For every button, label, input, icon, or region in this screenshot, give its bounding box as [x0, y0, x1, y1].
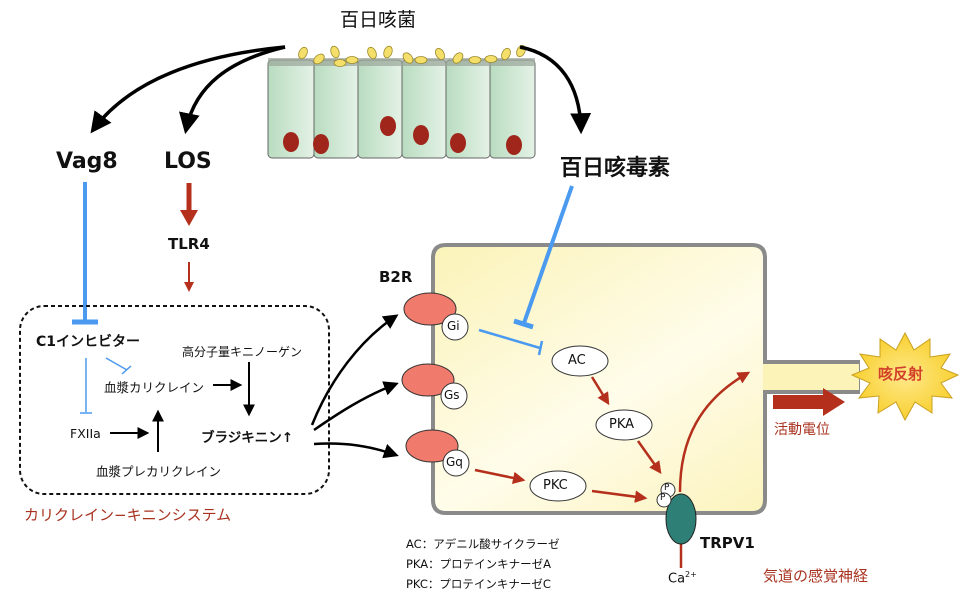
pka-label: PKA	[609, 417, 635, 432]
calcium-charge: 2+	[685, 570, 697, 579]
toxin-inhibit-bar	[513, 318, 534, 330]
legend-pka: PKA：プロテインキナーゼA	[406, 557, 552, 571]
phospho-p1-label: P	[664, 483, 670, 493]
epithelial-cell	[267, 59, 315, 159]
gq-label: Gq	[446, 455, 463, 469]
axon	[763, 364, 859, 390]
kks-system-label: カリクレイン−キニンシステム	[24, 506, 232, 524]
trpv1-label: TRPV1	[700, 534, 755, 552]
b2r-label: B2R	[379, 268, 413, 286]
arrow-to-los	[179, 45, 286, 135]
vag8-label: Vag8	[56, 149, 118, 174]
c1-inhibitor-label: C1インヒビター	[36, 334, 141, 350]
bradykinin-label: ブラジキニン↑	[201, 430, 294, 446]
pertussis-toxin-label: 百日咳毒素	[560, 156, 671, 181]
hmw-kininogen-label: 高分子量キニノーゲン	[182, 345, 303, 359]
trpv1-channel	[665, 493, 697, 545]
phospho-p2-label: P	[660, 493, 666, 503]
receptor-b2r-gi	[403, 292, 469, 341]
sensory-nerve-label: 気道の感覚神経	[763, 567, 869, 585]
pkc-node	[529, 470, 587, 502]
gi-label: Gi	[447, 319, 460, 333]
epithelial-cell	[401, 59, 447, 159]
los-arrow-head	[180, 210, 198, 226]
pka-node	[595, 409, 653, 441]
c1-inhibit-kallikrein	[105, 357, 128, 371]
epithelium	[267, 58, 536, 159]
epithelial-cell	[489, 59, 536, 159]
cough-burst	[850, 331, 960, 422]
legend-ac: AC：アデニル酸サイクラーゼ	[406, 537, 560, 551]
action-potential-label: 活動電位	[774, 422, 830, 438]
arrow-to-vag8	[90, 45, 286, 134]
los-label: LOS	[164, 149, 212, 174]
action-potential-arrow	[773, 388, 845, 416]
pkc-label: PKC	[543, 478, 568, 493]
cilia	[268, 58, 535, 66]
depolarization-arrow	[678, 371, 751, 493]
bacteria	[298, 44, 526, 67]
legend-pkc: PKC：プロテインキナーゼC	[406, 577, 551, 591]
fxiia-label: FXIIa	[70, 426, 101, 441]
epithelial-cell	[357, 59, 403, 159]
cough-reflex-label: 咳反射	[878, 365, 924, 383]
receptor-gs	[401, 363, 468, 410]
plasma-kallikrein-label: 血漿カリクレイン	[104, 380, 205, 395]
gi-inhibit-line	[478, 328, 541, 350]
phospho-p2	[656, 492, 672, 508]
receptor-gq	[405, 429, 470, 477]
arrow-to-toxin	[519, 45, 592, 135]
tlr4-label: TLR4	[168, 235, 210, 253]
gs-label: Gs	[444, 388, 460, 402]
prekallikrein-label: 血漿プレカリクレイン	[96, 464, 222, 479]
epithelial-cell	[313, 59, 359, 159]
ac-node	[551, 345, 609, 377]
toxin-inhibit-line	[522, 185, 574, 324]
calcium-symbol: Ca	[668, 571, 686, 587]
bacteria-title: 百日咳菌	[340, 9, 417, 31]
calcium-label: Ca2+	[668, 570, 697, 586]
epithelial-cell	[445, 59, 491, 159]
ac-label: AC	[568, 353, 586, 368]
sensory-nerve-cell	[431, 243, 860, 515]
